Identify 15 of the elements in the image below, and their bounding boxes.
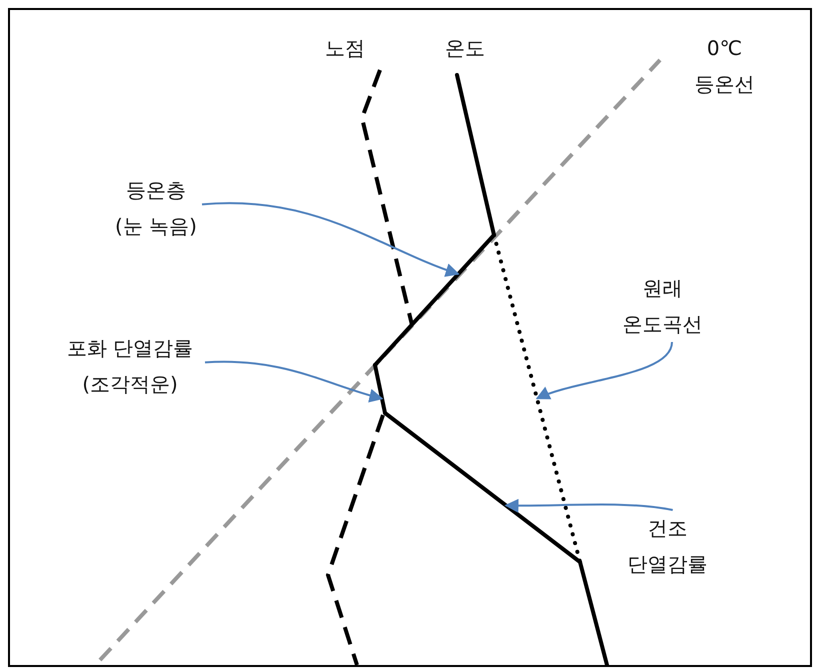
leader-line xyxy=(504,498,673,513)
temperature-curve-segment xyxy=(383,411,582,564)
callout-text: 건조 단열감률 xyxy=(615,510,720,582)
callout-text: 포화 단열감률 (조각적운) xyxy=(55,330,205,402)
leader-line xyxy=(202,202,460,276)
callout-text: 등온층 (눈 녹음) xyxy=(110,172,202,244)
curve-label: 온도 xyxy=(444,35,486,62)
original-temperature-curve xyxy=(492,233,582,564)
curve-label: 노점 xyxy=(324,35,366,62)
callout-text: 원래 온도곡선 xyxy=(615,270,710,342)
temperature-curve-segment xyxy=(373,233,496,367)
isotherm-label: 0℃ 등온선 xyxy=(694,35,756,98)
leader-line xyxy=(204,360,384,402)
temperature-curve-segment xyxy=(373,363,387,415)
leader-line xyxy=(536,342,673,400)
